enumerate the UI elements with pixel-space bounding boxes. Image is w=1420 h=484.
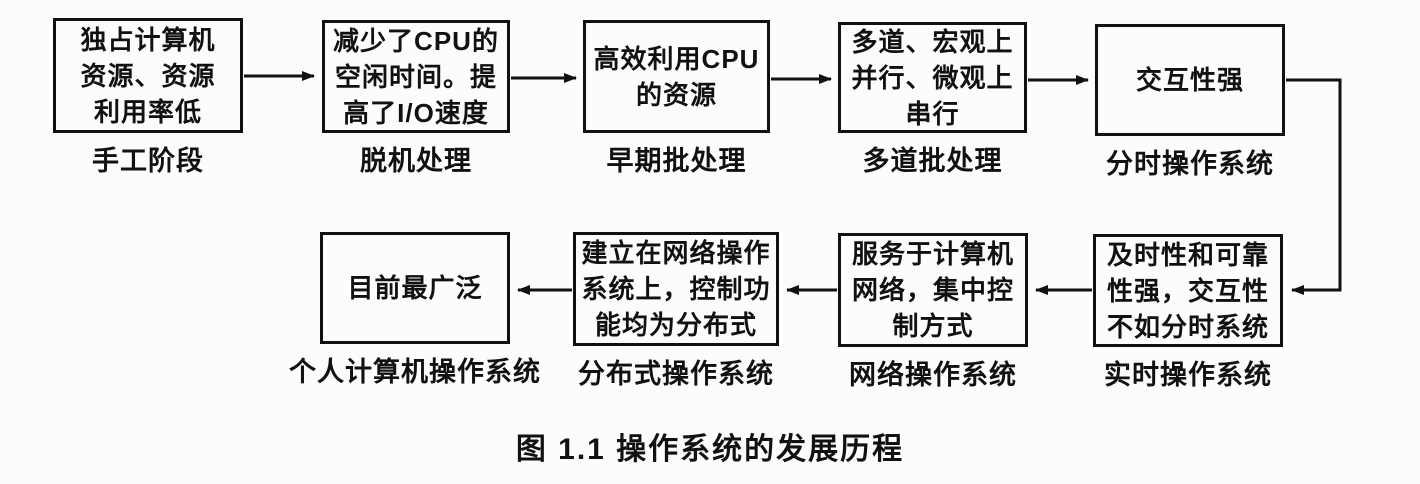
node-time-sharing-os-label: 分时操作系统 (1106, 149, 1274, 179)
node-text-line: 串行 (905, 98, 960, 129)
node-early-batch-box: 高效利用CPU 的资源 (583, 20, 770, 133)
node-personal-computer-os-box: 目前最广泛 (320, 232, 510, 344)
node-manual-stage-label: 手工阶段 (92, 146, 204, 176)
node-text-line: 系统上，控制功 (581, 274, 771, 304)
node-network-os-box: 服务于计算机 网络，集中控 制方式 (838, 233, 1028, 347)
arrow-timesharing-to-realtime (1286, 78, 1342, 295)
node-text-line: 及时性和可靠 (1106, 239, 1269, 270)
node-text-line: 高效利用CPU (593, 43, 760, 74)
node-text-line: 网络，集中控 (851, 275, 1014, 305)
node-text-line: 并行、微观上 (851, 62, 1014, 93)
node-multiprogram-batch-label: 多道批处理 (862, 146, 1003, 176)
node-manual-stage: 独占计算机 资源、资源 利用率低 手工阶段 (53, 18, 243, 176)
node-text-line: 能均为分布式 (594, 310, 757, 340)
node-offline-processing-box: 减少了CPU的 空闲时间。提 高了I/O速度 (322, 20, 510, 133)
node-early-batch: 高效利用CPU 的资源 早期批处理 (583, 20, 770, 176)
node-multiprogram-batch: 多道、宏观上 并行、微观上 串行 多道批处理 (838, 22, 1027, 176)
node-manual-stage-box: 独占计算机 资源、资源 利用率低 (53, 18, 243, 133)
node-distributed-os-box: 建立在网络操作 系统上，控制功 能均为分布式 (573, 232, 779, 346)
node-text-line: 服务于计算机 (851, 239, 1014, 269)
node-text-line: 利用率低 (93, 96, 202, 127)
node-text-line: 的资源 (635, 79, 717, 110)
node-distributed-os: 建立在网络操作 系统上，控制功 能均为分布式 分布式操作系统 (573, 232, 779, 389)
node-text-line: 资源、资源 (80, 60, 216, 91)
node-distributed-os-label: 分布式操作系统 (578, 359, 774, 389)
node-personal-computer-os: 目前最广泛 个人计算机操作系统 (289, 232, 540, 387)
figure-caption: 图 1.1 操作系统的发展历程 (515, 433, 905, 466)
node-network-os-label: 网络操作系统 (849, 360, 1017, 390)
node-real-time-os-label: 实时操作系统 (1104, 360, 1272, 390)
node-text-line: 减少了CPU的 (333, 25, 499, 56)
node-time-sharing-os-box: 交互性强 (1095, 24, 1285, 136)
node-text-line: 独占计算机 (80, 24, 216, 55)
node-network-os: 服务于计算机 网络，集中控 制方式 网络操作系统 (838, 233, 1028, 390)
node-personal-computer-os-label: 个人计算机操作系统 (289, 357, 541, 387)
node-time-sharing-os: 交互性强 分时操作系统 (1095, 24, 1285, 179)
node-text-line: 性强，交互性 (1106, 275, 1269, 306)
node-real-time-os: 及时性和可靠 性强，交互性 不如分时系统 实时操作系统 (1093, 234, 1283, 390)
node-text-line: 交互性强 (1135, 65, 1244, 95)
node-text-line: 建立在网络操作 (581, 238, 771, 268)
node-multiprogram-batch-box: 多道、宏观上 并行、微观上 串行 (838, 22, 1027, 133)
node-offline-processing: 减少了CPU的 空闲时间。提 高了I/O速度 脱机处理 (322, 20, 510, 176)
node-real-time-os-box: 及时性和可靠 性强，交互性 不如分时系统 (1093, 234, 1283, 347)
node-text-line: 高了I/O速度 (343, 97, 489, 128)
node-early-batch-label: 早期批处理 (606, 146, 747, 176)
node-text-line: 空闲时间。提 (334, 61, 497, 92)
node-offline-processing-label: 脱机处理 (360, 146, 472, 176)
node-text-line: 制方式 (892, 311, 974, 341)
node-text-line: 多道、宏观上 (851, 26, 1014, 57)
node-text-line: 不如分时系统 (1106, 311, 1269, 342)
node-text-line: 目前最广泛 (347, 273, 483, 303)
